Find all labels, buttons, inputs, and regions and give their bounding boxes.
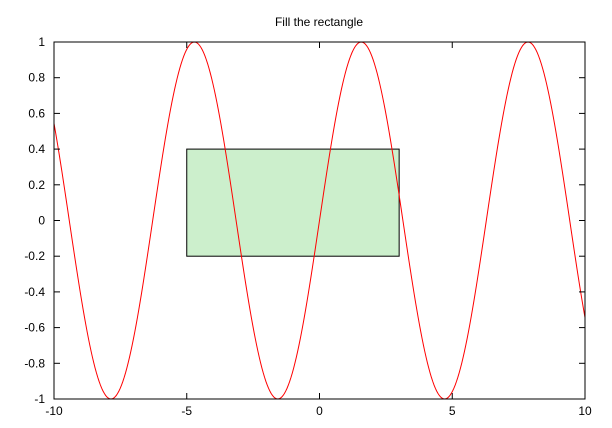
x-tick-label: 10 bbox=[578, 404, 592, 418]
x-tick-label: 5 bbox=[449, 404, 456, 418]
x-tick-label: -10 bbox=[45, 404, 63, 418]
y-tick-label: -0.8 bbox=[24, 356, 45, 370]
x-tick-label: -5 bbox=[181, 404, 192, 418]
series-line bbox=[53, 41, 586, 400]
y-tick-label: 0.4 bbox=[28, 142, 45, 156]
y-tick-label: -0.6 bbox=[24, 321, 45, 335]
plot-area: -10 -5 0 5 10 -1 -0.8 -0.6 -0.4 -0.2 0 0.2 0.4 0.6 0.8… bbox=[24, 35, 592, 418]
y-tick-label: 1 bbox=[38, 35, 45, 49]
y-tick-label: -0.2 bbox=[24, 249, 45, 263]
y-tick-label: 0.2 bbox=[28, 178, 45, 192]
y-tick-label: -1 bbox=[34, 392, 45, 406]
chart-title: Fill the rectangle bbox=[275, 15, 363, 29]
y-tick-label: 0 bbox=[38, 214, 45, 228]
y-tick-label: -0.4 bbox=[24, 285, 45, 299]
y-tick-label: 0.8 bbox=[28, 71, 45, 85]
y-tick-label: 0.6 bbox=[28, 106, 45, 120]
filled-rectangle bbox=[186, 148, 400, 257]
x-tick-label: 0 bbox=[316, 404, 323, 418]
